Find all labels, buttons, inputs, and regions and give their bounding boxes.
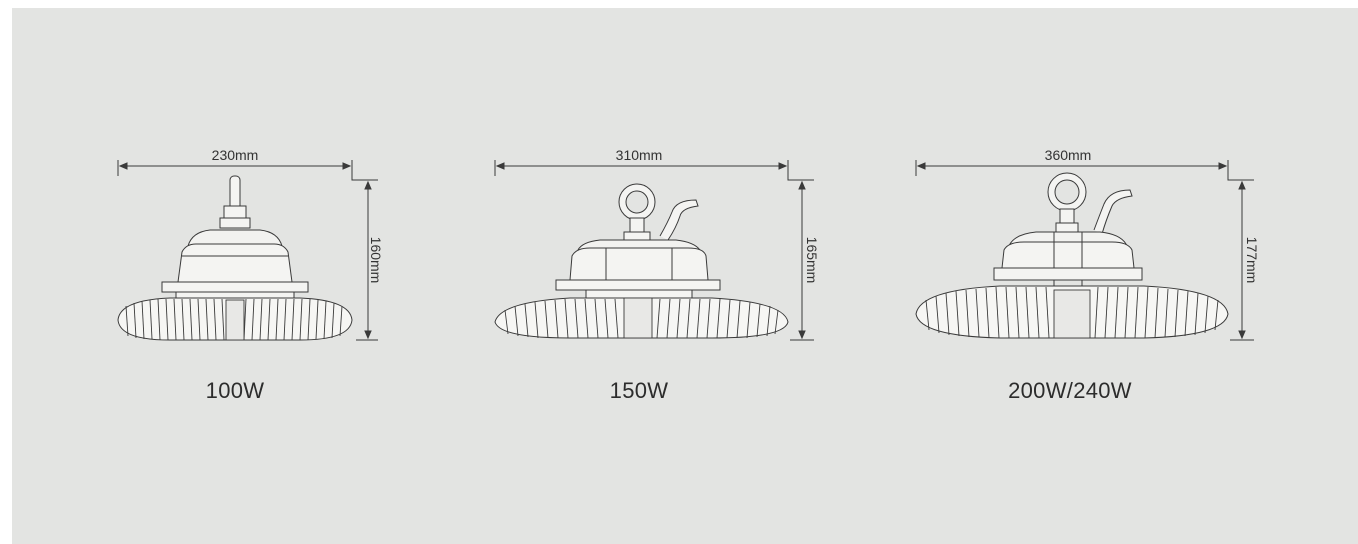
lamp-150w-drawing	[494, 160, 814, 341]
wattage-label-200w: 200W/240W	[1008, 378, 1132, 403]
width-label-100w: 230mm	[211, 147, 259, 163]
height-label-200w: 177mm	[1244, 236, 1260, 284]
lamp-200w-fins	[925, 286, 1219, 339]
lamp-150w-fins	[504, 297, 779, 339]
wattage-label-100w: 100W	[205, 378, 265, 403]
height-label-150w: 165mm	[804, 236, 820, 284]
wattage-label-150w: 150W	[609, 378, 669, 403]
width-label-150w: 310mm	[615, 147, 663, 163]
height-label-100w: 160mm	[368, 236, 384, 284]
lamp-100w-fins	[125, 298, 343, 341]
width-label-200w: 360mm	[1044, 147, 1092, 163]
